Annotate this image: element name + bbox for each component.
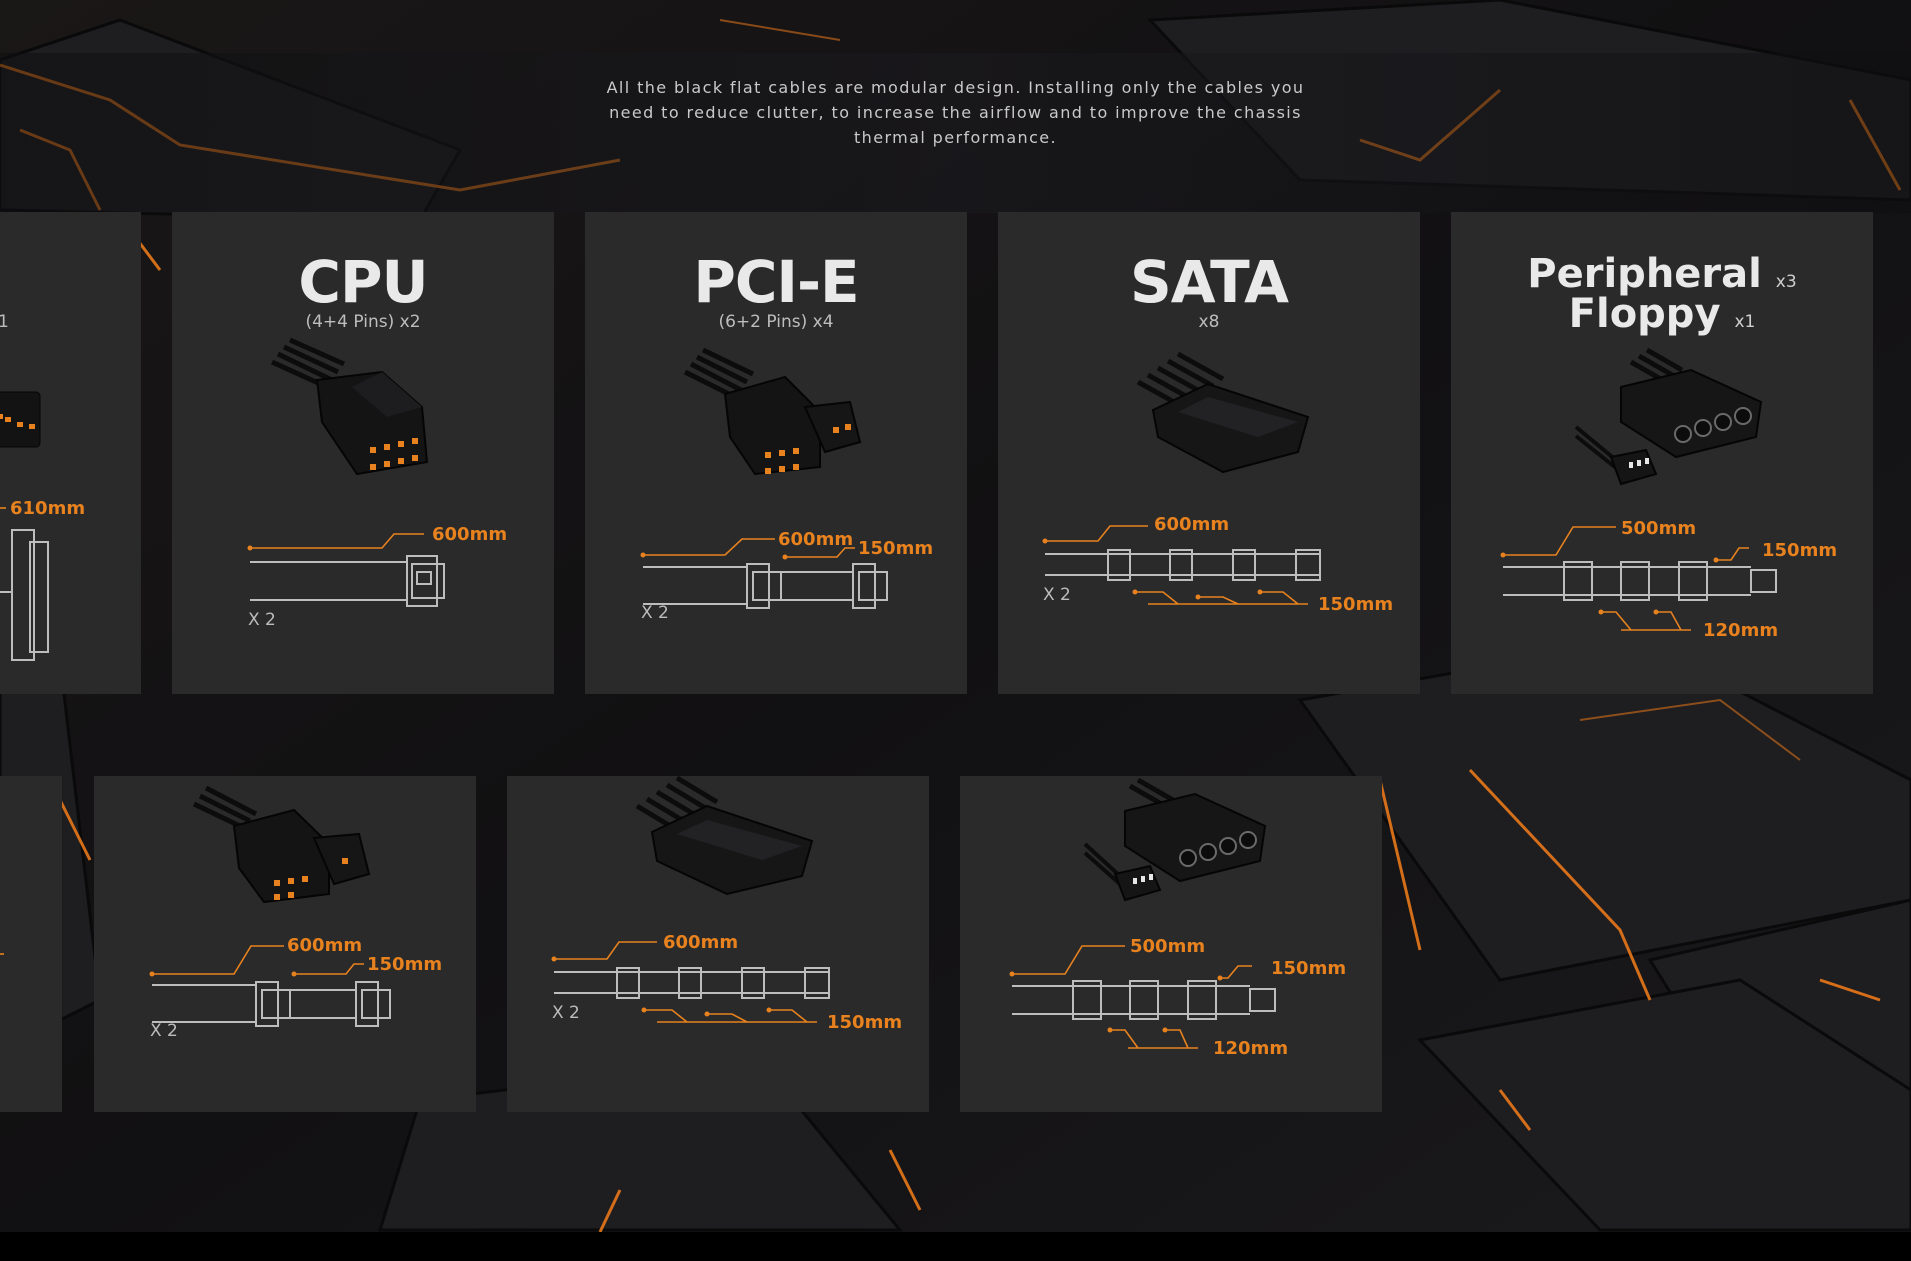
peripheral-segment-label: 120mm	[1703, 620, 1778, 641]
bottom-pcie-graphics: 600mm 150mm X 2	[149, 785, 442, 1041]
bottom-sata-count-label: X 2	[552, 1003, 580, 1023]
bottom-edge-bar	[0, 1232, 1911, 1261]
description-band	[0, 53, 1911, 213]
sata-connector-icon	[1136, 351, 1310, 474]
bottom-peripheral-segment-label: 120mm	[1213, 1038, 1288, 1059]
description-text: All the black flat cables are modular de…	[606, 78, 1305, 147]
panel-peripheral: Peripheral x3 Floppy x1 500mm	[1451, 212, 1873, 694]
floppy-title-line2: Floppy x1	[1451, 294, 1873, 342]
peripheral-graphics: 500mm 150mm 120mm	[1500, 347, 1837, 641]
sata-subtitle: x8	[1198, 312, 1220, 332]
sata-count-label: X 2	[1043, 585, 1071, 605]
panel-sata: SATA x8 600mm 150mm X 2	[998, 212, 1420, 694]
pcie-title: PCI-E	[693, 248, 859, 316]
sata-title: SATA	[1129, 248, 1289, 316]
panel-bottom-sata: 600mm 150mm X 2	[507, 776, 929, 1112]
partial-connector-and-diagram: 610mm	[0, 391, 85, 661]
pcie-connector-icon	[683, 347, 862, 476]
floppy-multiplier: x1	[1734, 312, 1756, 332]
bottom-sata-segment-label: 150mm	[827, 1012, 902, 1033]
sata-graphics: 600mm 150mm X 2	[1042, 351, 1393, 615]
atx-connector-icon	[0, 391, 41, 448]
molex-connector-icon	[1620, 347, 1763, 459]
bottom-peripheral-cable-diagram: 500mm 150mm 120mm	[1009, 936, 1346, 1059]
pcie-connector-icon	[192, 785, 371, 904]
cpu-graphics: 600mm X 2	[247, 337, 507, 630]
peripheral-length-label: 500mm	[1621, 518, 1696, 539]
floppy-connector-icon	[1083, 842, 1162, 902]
peripheral-multiplier: x3	[1775, 272, 1797, 292]
bottom-pcie-cable-diagram: 600mm 150mm X 2	[149, 935, 442, 1041]
floppy-connector-icon	[1574, 425, 1658, 486]
peripheral-cable-diagram: 500mm 150mm 120mm	[1500, 518, 1837, 641]
bottom-sata-graphics: 600mm 150mm X 2	[551, 776, 902, 1033]
bottom-peripheral-length-label: 500mm	[1130, 936, 1205, 957]
pcie-graphics: 600mm 150mm X 2	[640, 347, 933, 623]
partial-length-label: 610mm	[10, 498, 85, 519]
floppy-title: Floppy	[1568, 291, 1721, 337]
peripheral-title-line1: Peripheral x3	[1451, 254, 1873, 302]
bottom-pcie-length-label: 600mm	[287, 935, 362, 956]
molex-connector-icon	[1124, 777, 1267, 883]
peripheral-title: Peripheral	[1527, 251, 1762, 297]
panel-24pin-partial: 1 610mm	[0, 212, 141, 694]
panel-bottom-peripheral: 500mm 150mm 120mm	[960, 776, 1382, 1112]
pcie-count-label: X 2	[641, 603, 669, 623]
pcie-segment-label: 150mm	[858, 538, 933, 559]
pcie-cable-diagram: 600mm 150mm X 2	[640, 529, 933, 623]
sata-cable-diagram: 600mm 150mm X 2	[1042, 514, 1393, 615]
cpu-length-label: 600mm	[432, 524, 507, 545]
pcie-subtitle: (6+2 Pins) x4	[718, 312, 834, 332]
panel-cpu: CPU (4+4 Pins) x2 600mm X 2	[172, 212, 554, 694]
bottom-sata-length-label: 600mm	[663, 932, 738, 953]
cpu-title: CPU	[298, 248, 428, 316]
bottom-pcie-segment-label: 150mm	[367, 954, 442, 975]
cpu-count-label: X 2	[248, 610, 276, 630]
pcie-length-label: 600mm	[778, 529, 853, 550]
bottom-partial-diagram	[0, 953, 4, 955]
bottom-pcie-count-label: X 2	[150, 1021, 178, 1041]
bottom-sata-cable-diagram: 600mm 150mm X 2	[551, 932, 902, 1033]
panel-bottom-pcie: 600mm 150mm X 2	[94, 776, 476, 1112]
partial-subtitle-fragment: 1	[0, 312, 9, 332]
sata-length-label: 600mm	[1154, 514, 1229, 535]
cpu-cable-diagram: 600mm X 2	[247, 524, 507, 630]
sata-segment-label: 150mm	[1318, 594, 1393, 615]
bottom-peripheral-graphics: 500mm 150mm 120mm	[1009, 777, 1346, 1059]
panel-pcie: PCI-E (6+2 Pins) x4 600mm 150mm	[585, 212, 967, 694]
sata-connector-icon	[635, 776, 814, 896]
panel-bottom-partial	[0, 776, 62, 1112]
cpu-subtitle: (4+4 Pins) x2	[305, 312, 421, 332]
bottom-peripheral-tail-label: 150mm	[1271, 958, 1346, 979]
peripheral-tail-label: 150mm	[1762, 540, 1837, 561]
eps-connector-icon	[270, 337, 429, 476]
